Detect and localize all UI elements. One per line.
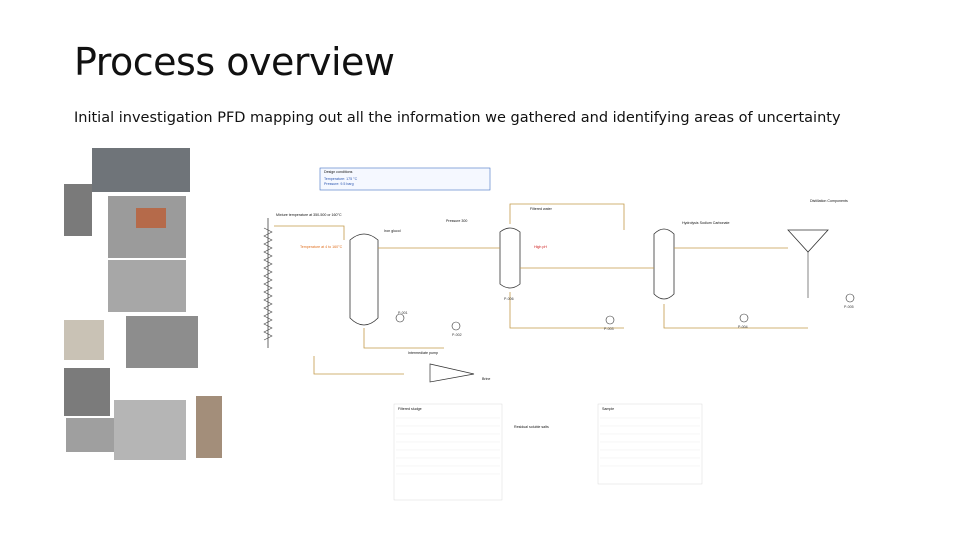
- tag-p001: P-001: [398, 311, 408, 315]
- hydrolysis-label: Hydrolysis Sodium Carbonate: [682, 221, 730, 225]
- tag-p005: P-005: [844, 305, 854, 309]
- tank-label: Iron glucol: [384, 229, 401, 233]
- design-box-header: Design conditions: [324, 170, 353, 174]
- photo-tools: [114, 400, 186, 460]
- tag-p002: P-002: [452, 333, 462, 337]
- page-subtitle: Initial investigation PFD mapping out al…: [74, 110, 841, 126]
- photo-collage: [64, 148, 222, 460]
- orange-note: Temperature at 4 to 160°C: [300, 245, 343, 249]
- brine-table-title: Sample: [602, 407, 614, 411]
- filtered-water-label: Filtered water: [530, 207, 553, 211]
- design-box-line-1: Temperature: 175 °C: [324, 177, 358, 181]
- photo-damaged-part: [64, 320, 104, 360]
- photo-valve-seat: [126, 316, 198, 368]
- brine-label: Brine: [482, 377, 490, 381]
- photo-corrosion: [92, 148, 190, 192]
- cyclone-separator: [788, 230, 828, 252]
- heater-coil: [264, 218, 272, 348]
- hydrolysis-vessel: [654, 229, 674, 299]
- photo-tee-fitting: [108, 260, 186, 312]
- pump-set: [396, 294, 854, 330]
- page-title: Process overview: [74, 40, 394, 84]
- photo-bottom: [196, 396, 222, 458]
- distillation-label: Distillation Components: [810, 199, 848, 203]
- photo-gears: [66, 418, 114, 452]
- storage-tank: [350, 234, 378, 325]
- process-flow-diagram: Design conditions Temperature: 175 °C Pr…: [64, 148, 920, 528]
- process-piping: [274, 204, 808, 374]
- sludge-analysis-table: [394, 404, 502, 500]
- filter-vessel-1: [500, 228, 520, 288]
- centrifuge: [430, 364, 474, 382]
- brine-analysis-table: [598, 404, 702, 484]
- sludge-table-title: Filtered sludge: [398, 407, 422, 411]
- red-note: High pH: [534, 245, 547, 249]
- tag-p006: P-006: [504, 297, 514, 301]
- design-box-line-2: Pressure: 9.5 barg: [324, 182, 354, 186]
- photo-rust-detail: [136, 208, 166, 228]
- tag-p004: P-004: [738, 325, 748, 329]
- bottom-note: Intermediate pump: [408, 351, 438, 355]
- residual-note: Residual soluble salts: [514, 425, 549, 429]
- heater-label: Mixture temperature at 350-500 or 160°C: [276, 213, 342, 217]
- tag-p003: P-003: [604, 327, 614, 331]
- photo-pipe-left: [64, 184, 92, 236]
- pressure-label: Pressure 300: [446, 219, 467, 223]
- photo-sample: [64, 368, 110, 416]
